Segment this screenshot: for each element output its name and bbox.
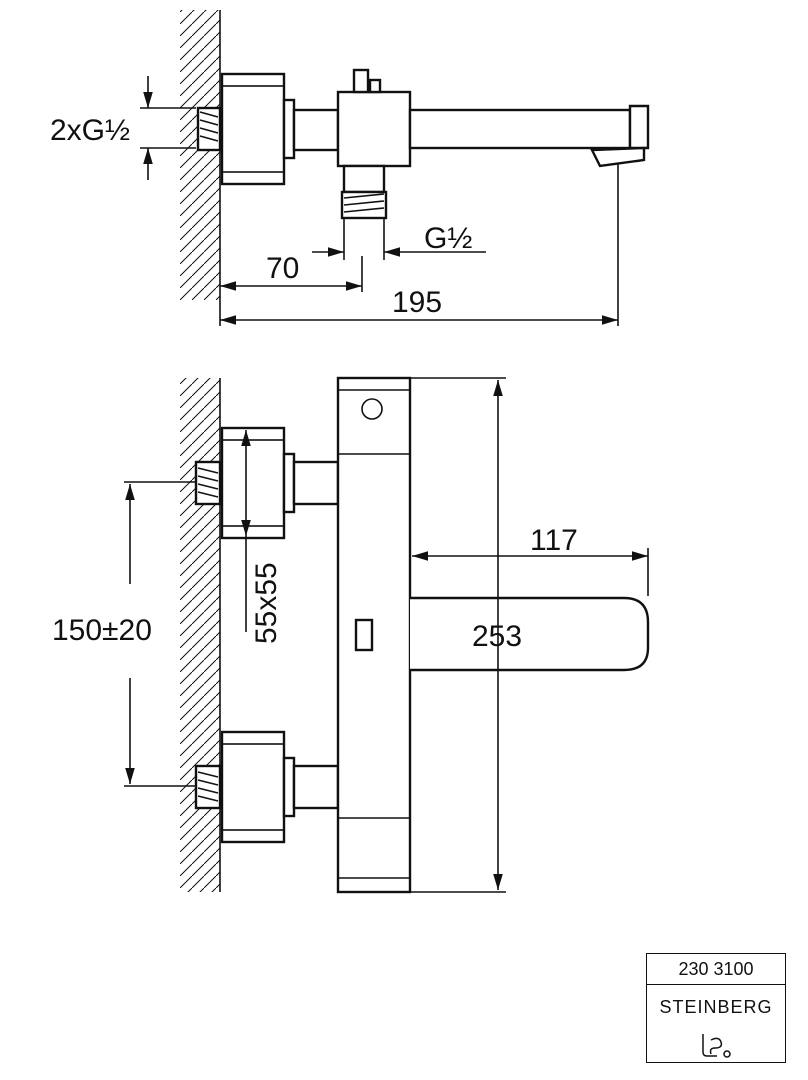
thread-lines-upper (197, 467, 219, 498)
dim-inlet-offset-label: 70 (266, 252, 299, 285)
connector-pipe-top (292, 108, 340, 152)
nut-upper (282, 452, 296, 514)
dim-body-height-label: 253 (472, 620, 522, 653)
wall-hatch-top (180, 10, 220, 300)
escutcheon-top (220, 72, 286, 186)
title-block: 230 3100 STEINBERG (646, 953, 786, 1063)
outlet-thread-lines (343, 193, 385, 213)
escutcheon-lower (220, 730, 286, 844)
dim-connection-label: 2xG½ (50, 114, 130, 147)
brand-name: STEINBERG (659, 997, 773, 1017)
dim-inlet-spacing-label: 150±20 (52, 614, 152, 647)
thermostat-body (336, 376, 412, 894)
handle-knob-top (368, 78, 382, 94)
handle-top (352, 68, 370, 94)
wall-hatch-front (180, 378, 220, 892)
spout-front (410, 596, 650, 672)
nut-lower (282, 756, 296, 818)
dim-total-projection-label: 195 (392, 286, 442, 319)
escutcheon-upper (220, 426, 286, 540)
pipe-lower (292, 764, 340, 810)
spout-top (408, 108, 632, 150)
thread-lines-lower (197, 771, 219, 802)
front-view: 117 253 55x55 150±20 (52, 376, 650, 894)
spout-outlet-top (590, 146, 646, 168)
mixer-body-top (336, 90, 412, 168)
spout-end-top (628, 104, 650, 150)
pipe-upper (292, 460, 340, 506)
top-view: 2xG½ G½ 70 195 (50, 10, 650, 326)
outlet-neck-top (342, 164, 386, 194)
dim-spout-projection-label: 117 (530, 524, 578, 557)
dim-outlet-thread-label: G½ (424, 222, 472, 255)
dim-escutcheon-label: 55x55 (250, 562, 283, 644)
temperature-stop-icon (361, 398, 383, 420)
thread-lines-top (199, 111, 219, 142)
indicator-mark (354, 618, 374, 652)
brand-logo-icon (702, 1034, 731, 1058)
connector-nut-top (282, 98, 296, 160)
article-number: 230 3100 (647, 954, 785, 985)
